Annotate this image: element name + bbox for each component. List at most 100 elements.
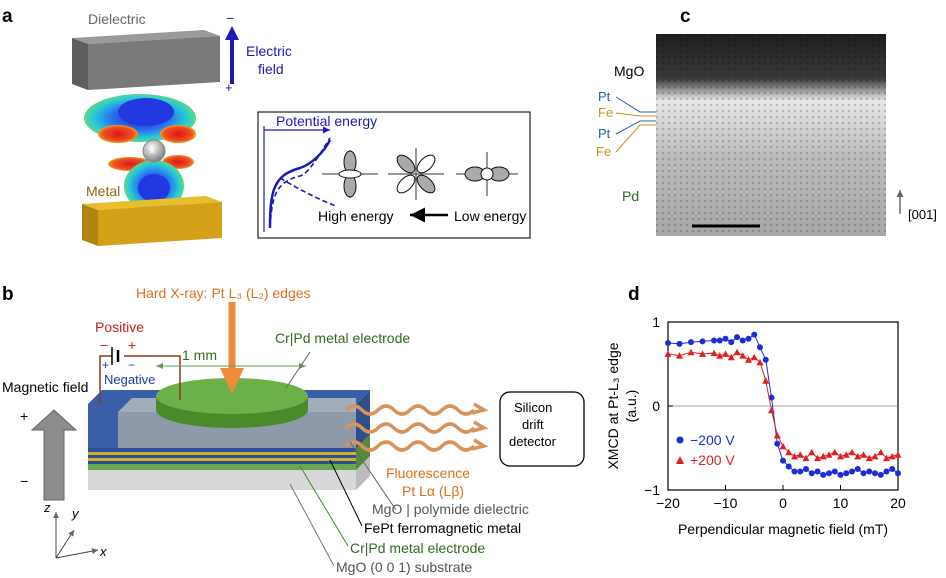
data-point-circle xyxy=(785,463,792,470)
circuit-wires xyxy=(99,347,181,404)
data-point-triangle xyxy=(687,348,695,356)
data-point-triangle xyxy=(756,358,764,366)
panel-label-d: d xyxy=(628,284,640,305)
legend-label: −200 V xyxy=(690,432,735,448)
data-point-triangle xyxy=(785,448,793,456)
mgo-polymide-label: MgO | polymide dielectric xyxy=(372,501,529,517)
data-point-triangle xyxy=(796,451,804,458)
battery-plus: + xyxy=(128,337,136,353)
data-point-triangle xyxy=(699,350,706,357)
legend-marker xyxy=(676,436,684,444)
y-tick-label: 0 xyxy=(652,398,660,414)
dielectric-block xyxy=(72,30,220,90)
magnetic-field-arrow xyxy=(30,409,78,501)
data-point-triangle xyxy=(791,452,798,460)
crpd-top-leader xyxy=(285,351,311,389)
fept-layer xyxy=(88,448,356,464)
svg-text:×: × xyxy=(149,146,155,158)
substrate-leader xyxy=(289,483,335,567)
mf-plus: + xyxy=(20,408,28,424)
detector-line3: detector xyxy=(509,434,557,449)
data-point-triangle xyxy=(860,451,867,458)
axis-z-label: z xyxy=(43,500,51,515)
data-point-circle xyxy=(762,356,769,363)
data-point-triangle xyxy=(745,356,752,363)
data-point-triangle xyxy=(814,454,821,462)
clover-orbital-icon xyxy=(388,148,444,200)
data-point-triangle xyxy=(773,431,781,439)
negative-label: Negative xyxy=(104,372,155,387)
panel-b: b xyxy=(2,284,585,575)
data-point-triangle xyxy=(865,454,873,462)
data-point-circle xyxy=(797,468,804,475)
data-point-triangle xyxy=(888,452,896,460)
data-point-triangle xyxy=(750,353,758,361)
data-point-triangle xyxy=(808,448,816,456)
top-electrode-disk xyxy=(156,378,308,428)
data-point-circle xyxy=(849,468,855,475)
data-point-circle xyxy=(774,440,781,447)
tem-lattice xyxy=(656,34,886,236)
battery-minus: − xyxy=(100,337,108,353)
data-point-triangle xyxy=(831,448,839,456)
data-point-triangle xyxy=(739,352,747,359)
crpd-top-label: Cr|Pd metal electrode xyxy=(275,330,410,346)
data-point-circle xyxy=(831,468,838,475)
y-tick-label: 1 xyxy=(652,314,660,330)
data-point-triangle xyxy=(802,454,810,462)
fe-leader-2 xyxy=(615,124,656,153)
positive-label: Positive xyxy=(95,319,144,335)
crpd-bottom-label: Cr|Pd metal electrode xyxy=(350,540,485,556)
data-point-circle xyxy=(722,335,729,342)
axis-y-label: y xyxy=(71,506,80,521)
data-point-circle xyxy=(860,470,867,477)
detector-line1: Silicon xyxy=(514,400,552,415)
mgo-polymide-leader xyxy=(349,441,397,511)
data-point-circle xyxy=(734,334,740,341)
data-point-circle xyxy=(843,470,850,477)
data-point-triangle xyxy=(819,452,827,460)
fluorescence-line2: Pt Lα (Lβ) xyxy=(402,483,464,499)
data-point-triangle xyxy=(710,349,718,357)
electric-field-arrow xyxy=(225,26,239,84)
metal-label: Metal xyxy=(86,183,120,199)
data-point-circle xyxy=(665,340,671,346)
efield-label-line1: Electric xyxy=(246,43,292,59)
mf-minus: − xyxy=(20,473,28,489)
y-tick-label: −1 xyxy=(644,482,660,498)
data-point-triangle xyxy=(871,452,879,460)
x-axis-label: Perpendicular magnetic field (mT) xyxy=(678,521,888,537)
dielectric-label: Dielectric xyxy=(88,11,146,27)
fluorescence-waves xyxy=(344,402,489,452)
data-point-circle xyxy=(889,466,896,472)
data-point-circle xyxy=(895,470,901,477)
pt-leader-1 xyxy=(615,96,656,113)
efield-plus: + xyxy=(225,80,233,95)
x-tick-label: 10 xyxy=(833,495,849,511)
detector-box xyxy=(499,391,585,467)
data-point-circle xyxy=(803,466,809,472)
negative-plus: + xyxy=(102,358,109,372)
data-point-triangle xyxy=(716,352,724,359)
pt-leader-2 xyxy=(615,120,656,135)
fe-label-1: Fe xyxy=(598,105,613,120)
data-point-circle xyxy=(877,471,884,478)
potential-energy-label: Potential energy xyxy=(276,113,377,129)
panel-a: a Dielectric − + Electric field × xyxy=(2,6,531,246)
data-point-circle xyxy=(711,337,717,344)
panel-label-c: c xyxy=(680,6,691,27)
data-point-circle xyxy=(837,471,844,478)
coordinate-axes xyxy=(53,512,99,559)
fe-label-2: Fe xyxy=(596,144,611,159)
crpd-bottom-leader xyxy=(299,465,349,547)
distance-label: 1 mm xyxy=(182,347,217,363)
data-point-triangle xyxy=(768,406,775,414)
legend-marker xyxy=(676,456,684,464)
negative-minus: − xyxy=(128,358,135,372)
magnetic-field-label: Magnetic field xyxy=(2,379,88,395)
pt-label-1: Pt xyxy=(598,89,611,104)
potential-energy-inset xyxy=(257,111,531,239)
data-point-circle xyxy=(716,337,723,344)
